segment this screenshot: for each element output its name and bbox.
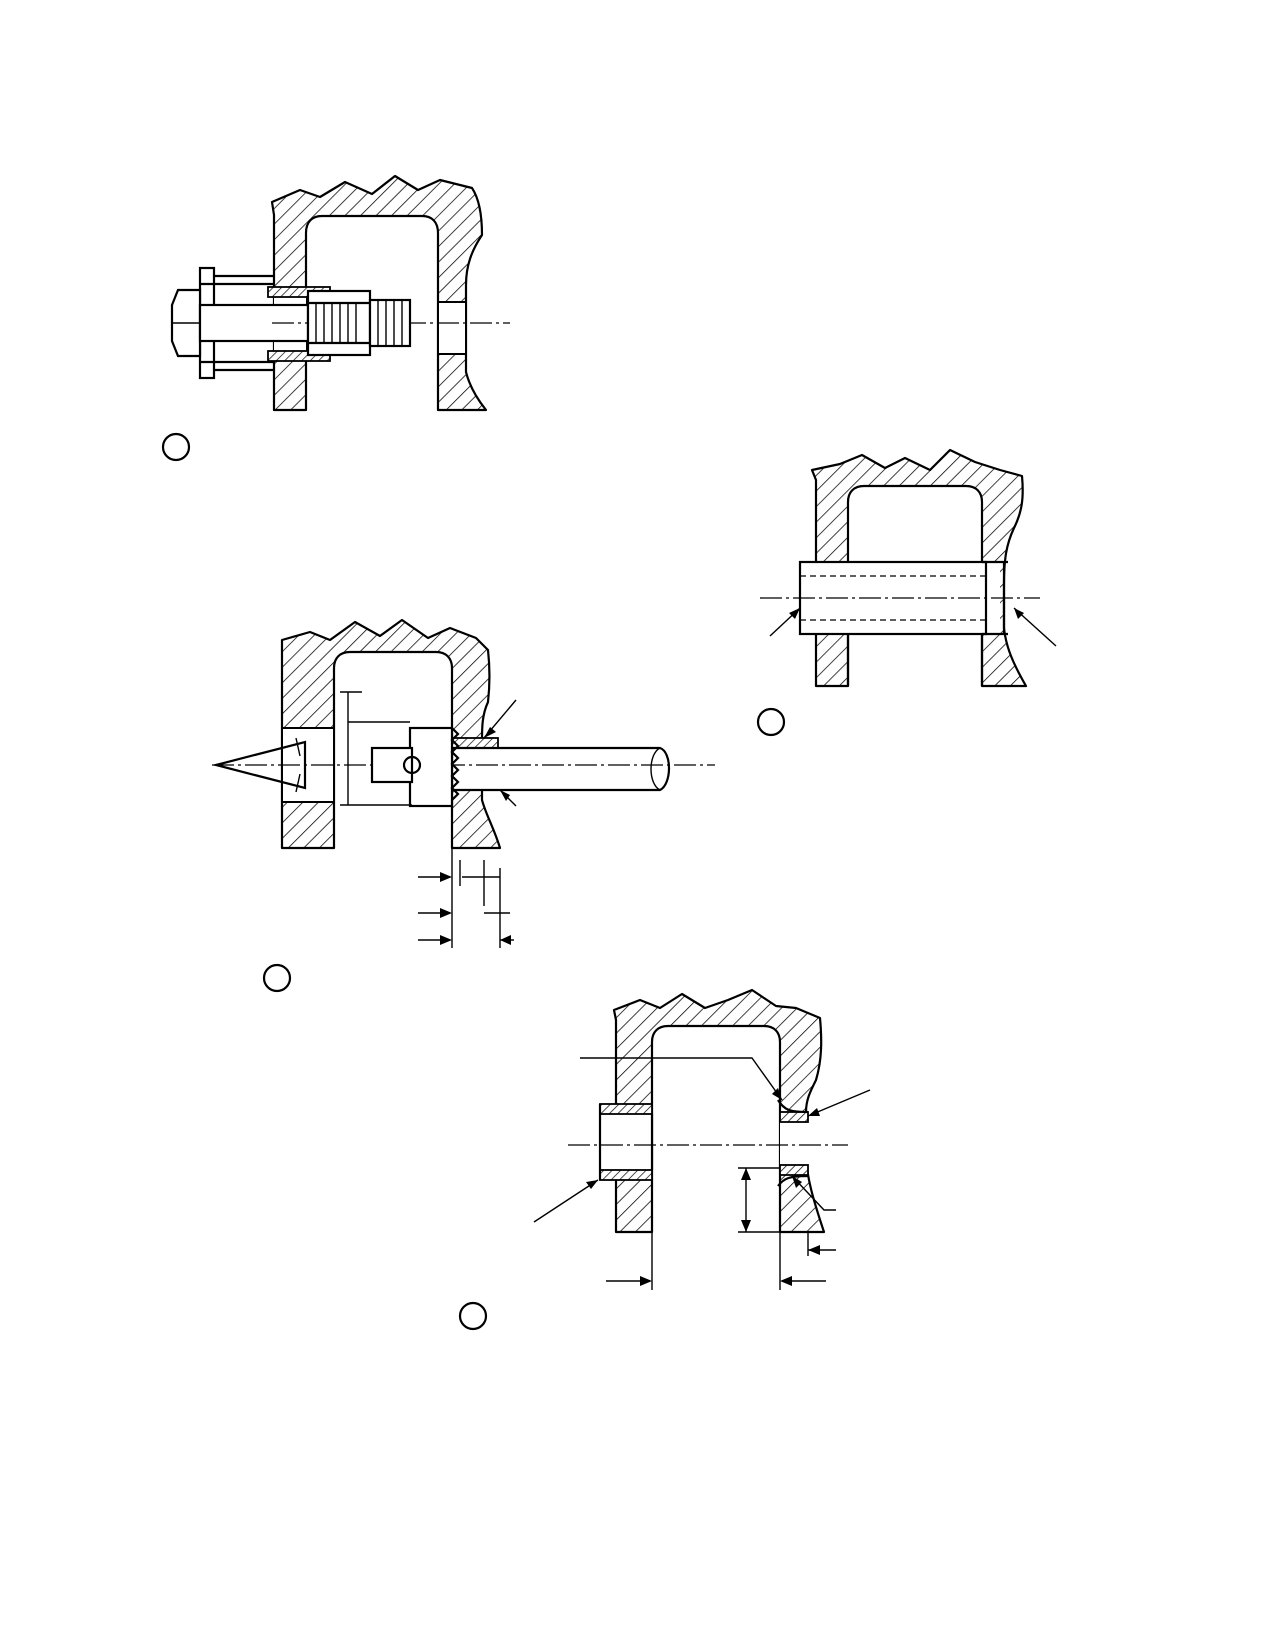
- view-4-flanged-bushing-section: [458, 988, 871, 1331]
- view-4-housing-section: [612, 988, 826, 1234]
- view-3-callout-circle-icon: [262, 963, 292, 993]
- view-2-callout-circle-icon: [756, 707, 786, 737]
- view-1-housing-section: [270, 174, 488, 412]
- view-2-bushing-section: [756, 448, 1057, 737]
- view-1-bolt-puller-section: [161, 174, 510, 462]
- view-1-callout-circle-icon: [161, 432, 191, 462]
- view-3-cutter-tool-section: [211, 618, 715, 993]
- view-4-callout-circle-icon: [458, 1301, 488, 1331]
